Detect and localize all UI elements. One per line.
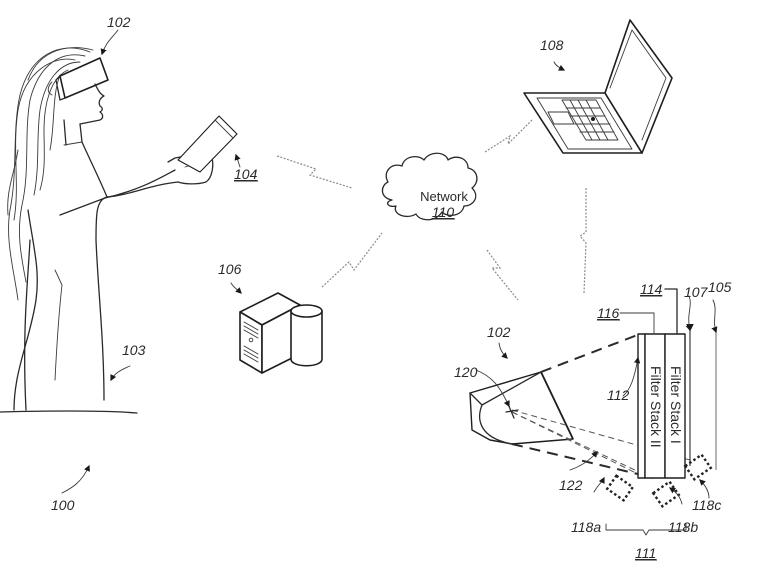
light-rays [685,295,718,470]
ref-114: 114 [640,281,663,297]
ref-122: 122 [559,477,583,493]
link-network-display [486,249,519,301]
light-sources [605,453,713,536]
ref-111: 111 [635,545,656,561]
reference-numerals: 102 104 103 106 108 100 102 120 112 116 … [51,14,732,561]
filter-stack-i-label: Filter Stack I [668,366,684,444]
filter-stack-i [664,333,686,479]
display-layer-112 [637,333,646,479]
link-laptop-network [484,118,534,153]
ref-108: 108 [540,37,564,53]
ref-118b: 118b [668,519,698,535]
laptop [523,19,673,154]
ref-100: 100 [51,497,75,513]
network-label: Network [420,189,468,204]
link-laptop-display [579,188,587,294]
view-frustum-top [540,333,641,373]
ref-118a: 118a [571,519,601,535]
server [239,292,323,374]
ground-line [0,410,138,414]
hmd-headset [47,57,109,101]
ref-102-detail: 102 [487,324,511,340]
ref-120: 120 [454,364,478,380]
ref-103: 103 [122,342,146,358]
network-cloud: Network 110 [381,152,478,221]
view-frustum-bottom [511,443,643,476]
light-source-118b [651,480,681,508]
ref-106: 106 [218,261,242,277]
ref-116: 116 [597,305,620,321]
filter-stack-assembly: Filter Stack II Filter Stack I [619,288,686,479]
light-source-118c [683,453,713,481]
hmd-detail [469,333,691,481]
handheld-device [177,115,238,173]
ref-105: 105 [708,279,732,295]
link-device-network [276,155,353,189]
ref-112: 112 [607,387,630,403]
wireless-links [276,118,587,301]
ref-104: 104 [234,166,258,182]
leader-arrows [61,29,710,505]
ref-102-user: 102 [107,14,131,30]
user-figure [0,47,214,414]
dress [81,141,108,401]
neck [63,119,83,146]
arm [59,169,176,216]
hair [7,47,94,301]
face [79,83,105,125]
ref-118c: 118c [692,497,721,513]
light-source-118a [605,474,635,502]
ref-107: 107 [684,284,709,300]
link-server-network [321,232,383,288]
network-ref: 110 [432,204,455,220]
filter-stack-ii-label: Filter Stack II [648,366,664,448]
